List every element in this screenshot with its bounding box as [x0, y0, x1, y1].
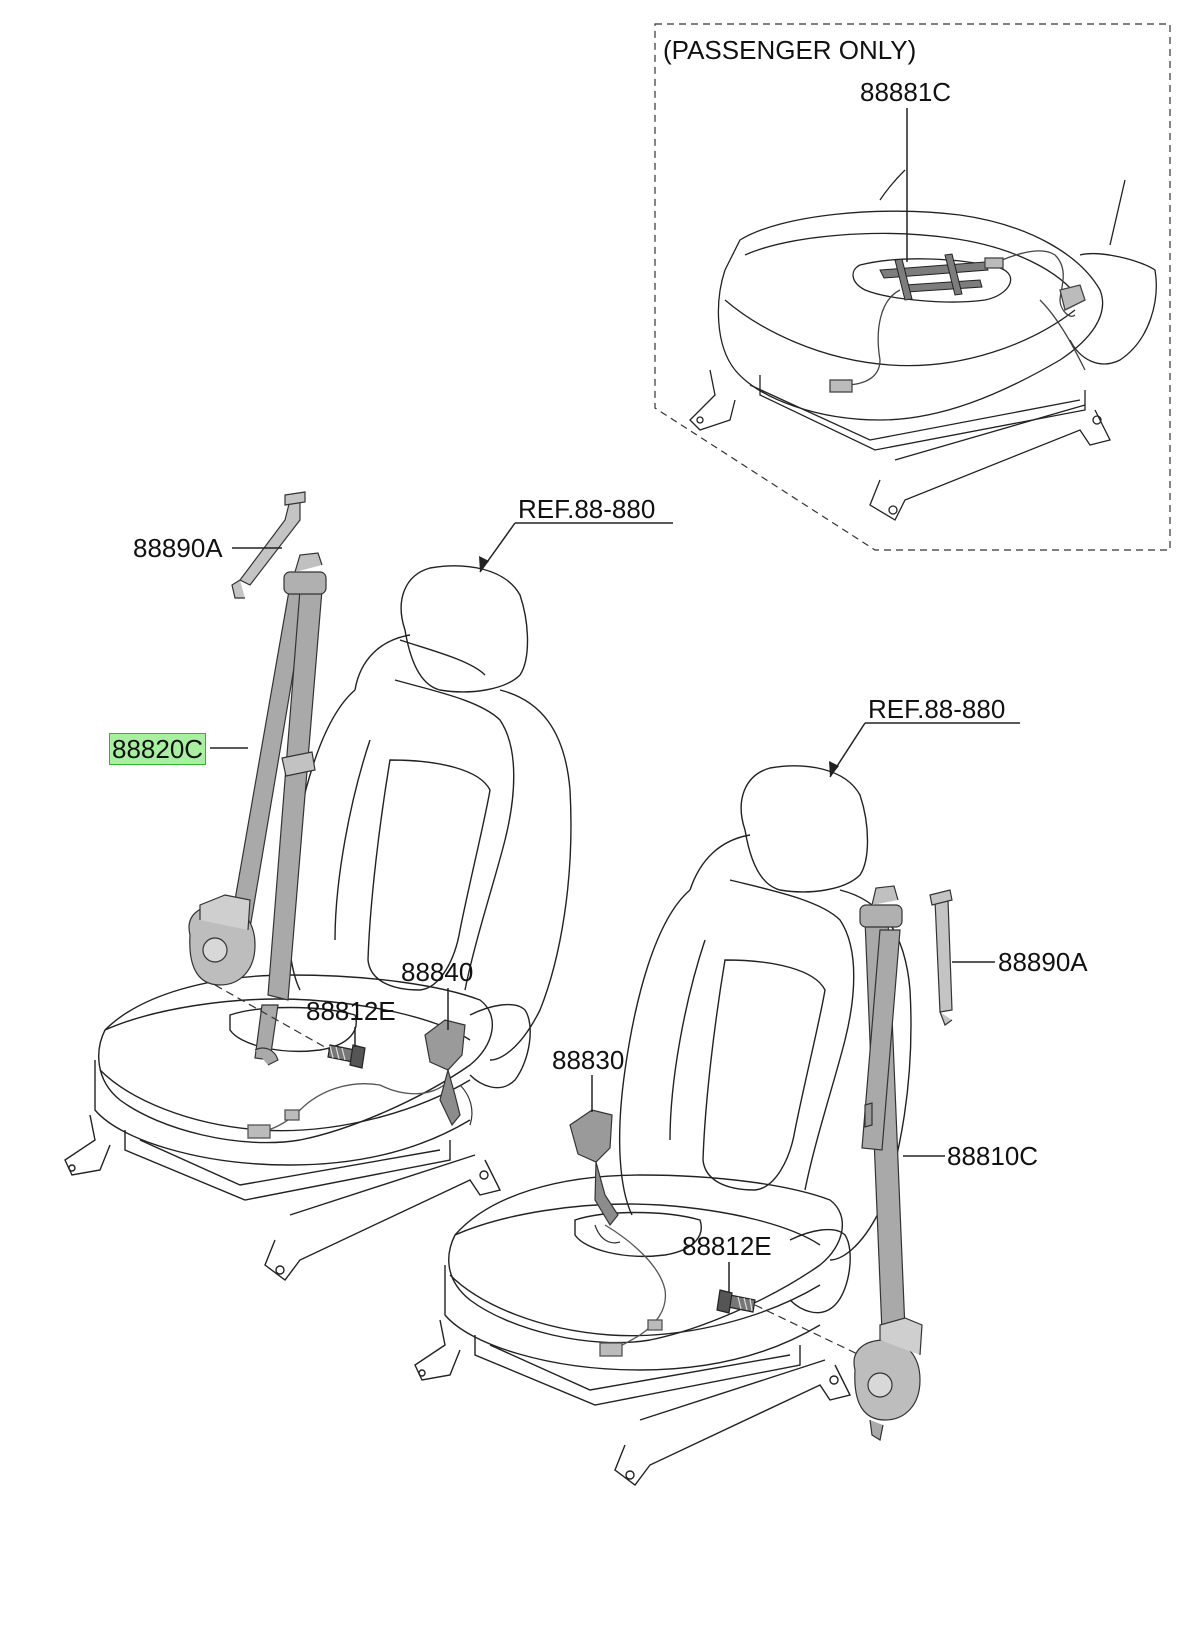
callout-ref-left[interactable]: REF.88-880 — [518, 494, 656, 524]
callout-88820C[interactable]: 88820C — [109, 733, 207, 765]
left-anchor-dash — [214, 984, 331, 1051]
inset-seat-cushion — [689, 169, 1157, 521]
right-seat — [414, 765, 912, 1486]
callout-88812E-left[interactable]: 88812E — [306, 996, 396, 1026]
right-anchor-dash — [754, 1304, 871, 1361]
callout-88890A-left[interactable]: 88890A — [133, 533, 223, 563]
right-height-adjuster — [929, 889, 953, 1026]
callout-ref-right[interactable]: REF.88-880 — [868, 694, 1006, 724]
left-seat — [64, 565, 572, 1281]
passenger-only-note: (PASSENGER ONLY) — [663, 35, 917, 65]
left-height-adjuster — [231, 491, 306, 599]
right-buckle — [569, 1109, 621, 1244]
left-seat-wiring — [247, 1079, 451, 1139]
left-anchor-bolt — [327, 1044, 366, 1069]
occupant-sensor-mat — [879, 253, 989, 301]
callout-88890A-right[interactable]: 88890A — [998, 947, 1088, 977]
inset-box — [654, 23, 1171, 551]
callout-88840[interactable]: 88840 — [401, 957, 474, 987]
right-anchor-bolt — [716, 1289, 756, 1314]
callout-88881C[interactable]: 88881C — [860, 77, 952, 107]
callout-88830[interactable]: 88830 — [552, 1045, 625, 1075]
leader-arrows — [479, 556, 839, 777]
leader-lines — [210, 522, 1020, 1292]
left-buckle — [424, 1019, 473, 1127]
callout-88812E-right[interactable]: 88812E — [682, 1231, 772, 1261]
left-seat-belt — [188, 552, 327, 1066]
callout-88810C[interactable]: 88810C — [947, 1141, 1039, 1171]
right-seat-wiring — [599, 1224, 667, 1357]
right-seat-belt — [853, 885, 923, 1441]
inset-wiring — [829, 250, 1086, 393]
